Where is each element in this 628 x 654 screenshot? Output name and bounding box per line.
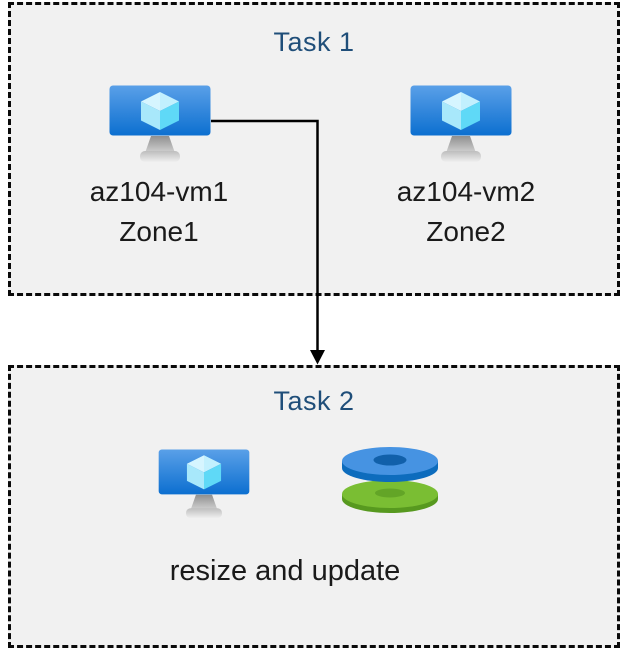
vm2-zone: Zone2 — [426, 216, 506, 247]
vm2-name: az104-vm2 — [396, 176, 536, 207]
vm1-zone: Zone1 — [119, 216, 199, 247]
virtual-machine-icon — [109, 85, 211, 162]
task2-caption: resize and update — [169, 555, 401, 587]
task1-title: Task 1 — [273, 27, 355, 57]
task2-title: Task 2 — [273, 386, 355, 416]
vm2-label: az104-vm2 Zone2 — [366, 172, 566, 252]
vm1-label: az104-vm1 Zone1 — [59, 172, 259, 252]
virtual-machine-icon — [158, 449, 250, 519]
vm1-name: az104-vm1 — [89, 176, 229, 207]
managed-disks-icon — [342, 447, 438, 513]
virtual-machine-icon — [410, 85, 512, 162]
task2-box — [8, 365, 620, 648]
